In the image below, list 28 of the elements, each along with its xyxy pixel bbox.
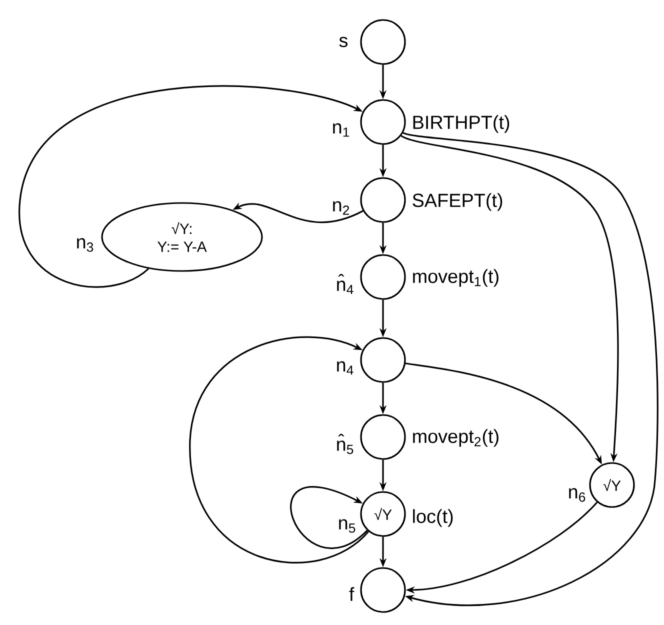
node-label: SAFEPT(t) <box>412 193 502 211</box>
ellipse-node: √Y: Y:= Y-A <box>101 202 263 272</box>
circle-node <box>360 567 406 613</box>
node-label: n̂$_{4}$ <box>337 274 354 294</box>
node-label: f <box>349 587 354 601</box>
arrow <box>189 336 369 564</box>
circle-node <box>360 414 406 460</box>
node-label: movept$_{2}$(t) <box>413 429 498 447</box>
circle-node <box>360 254 406 300</box>
arrow <box>290 486 368 549</box>
circle-node <box>360 337 406 383</box>
node-label: BIRTHPT(t) <box>413 115 510 133</box>
node-label: n$_{1}$ <box>333 123 350 137</box>
circle-node: √Y <box>360 491 406 537</box>
node-label: n$_{3}$ <box>77 238 94 252</box>
circle-node <box>360 19 406 65</box>
node-label: n$_{6}$ <box>569 488 586 502</box>
node-label: n$_{4}$ <box>337 361 354 375</box>
node-label: loc(t) <box>413 509 453 527</box>
node-label: s <box>339 36 348 48</box>
arrow <box>402 132 658 606</box>
node-label: movept$_{1}$(t) <box>413 269 498 287</box>
node-label: n$_{2}$ <box>333 201 350 215</box>
node-label: n̂$_{5}$ <box>337 434 354 454</box>
circle-node <box>360 99 406 145</box>
circle-node <box>360 177 406 223</box>
circle-node: √Y <box>589 462 635 508</box>
node-label: n$_{5}$ <box>339 519 356 533</box>
